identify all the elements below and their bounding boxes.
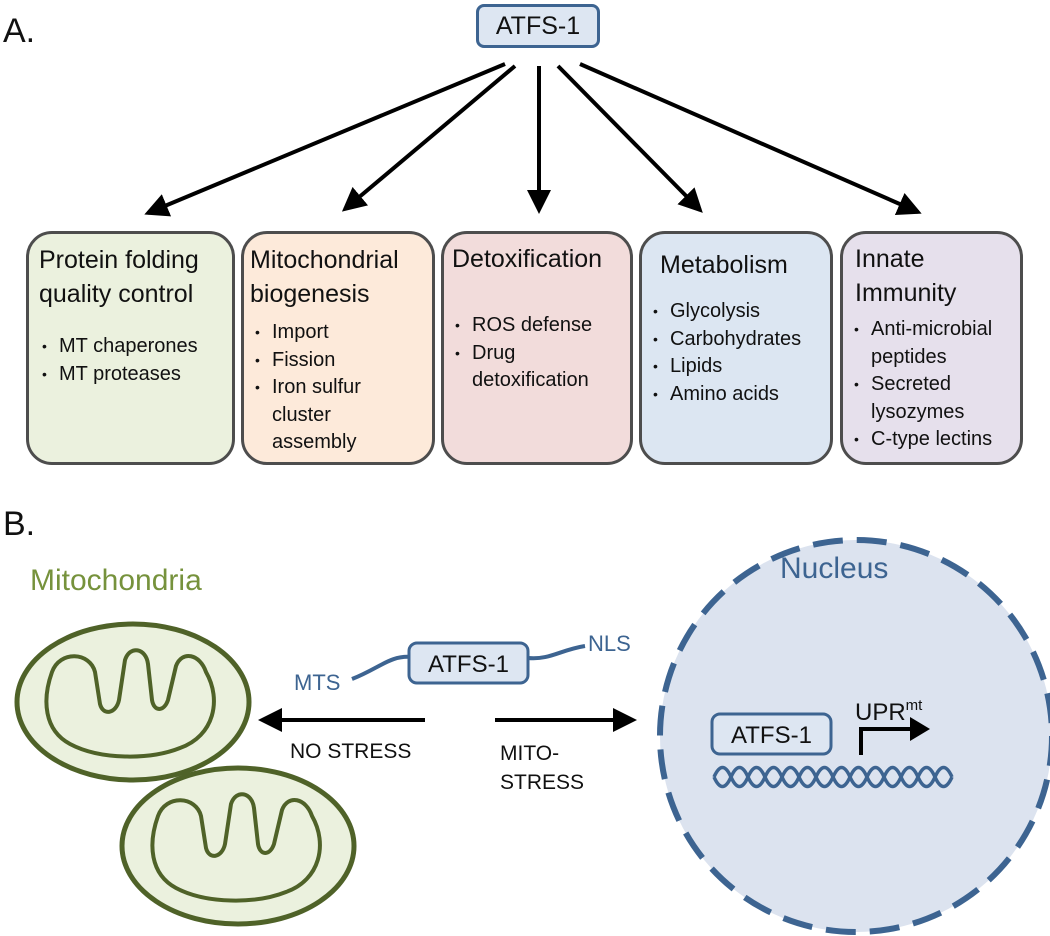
category-title: Detoxification — [452, 245, 603, 273]
category-title: Mitochondrial biogenesis — [250, 246, 399, 308]
list-item: Amino acids — [650, 381, 830, 409]
atfs1-top-node: ATFS-1 — [476, 4, 600, 48]
mitochondrion-lower — [119, 765, 357, 927]
nls-tail — [527, 644, 586, 661]
list-item: Fission — [252, 347, 432, 375]
category-protein-folding: Protein folding quality control MT chape… — [26, 231, 235, 465]
mts-tail — [351, 654, 413, 681]
category-items: Anti-microbial peptides Secreted lysozym… — [851, 316, 1020, 454]
category-title: Innate Immunity — [855, 245, 957, 307]
list-item: Carbohydrates — [650, 326, 830, 354]
panel-a-label: A. — [3, 12, 36, 50]
atfs1-protein-label: ATFS-1 — [428, 651, 509, 678]
list-item: Lipids — [650, 353, 830, 381]
arrow-to-innate-immunity — [579, 62, 922, 215]
list-item: Iron sulfur cluster assembly — [252, 374, 432, 457]
nuclear-atfs1-label: ATFS-1 — [731, 722, 812, 749]
category-metabolism: Metabolism Glycolysis Carbohydrates Lipi… — [639, 231, 833, 465]
category-items: ROS defense Drug detoxification — [452, 312, 630, 395]
list-item: Drug detoxification — [452, 340, 630, 395]
upr-label: UPRmt — [855, 697, 923, 726]
list-item: Import — [252, 319, 432, 347]
arrow-to-metabolism — [556, 64, 703, 213]
arrow-to-mito-biogenesis — [341, 64, 517, 212]
category-items: Import Fission Iron sulfur cluster assem… — [252, 319, 432, 457]
mito-stress-label: MITO- STRESS — [500, 742, 585, 794]
mts-label: MTS — [294, 670, 340, 695]
nuclear-atfs1-box — [710, 712, 833, 756]
list-item: MT chaperones — [39, 333, 232, 361]
mitochondria-label: Mitochondria — [30, 564, 202, 597]
category-items: MT chaperones MT proteases — [39, 333, 232, 388]
category-title: Metabolism — [660, 251, 788, 279]
category-title: Protein folding quality control — [39, 246, 199, 308]
panel-b-label: B. — [3, 505, 36, 543]
atfs1-protein-box — [407, 641, 530, 685]
category-detoxification: Detoxification ROS defense Drug detoxifi… — [441, 231, 633, 465]
list-item: MT proteases — [39, 361, 232, 389]
dna-helix — [712, 765, 954, 789]
list-item: ROS defense — [452, 312, 630, 340]
nucleus-label: Nucleus — [780, 552, 888, 585]
category-innate-immunity: Innate Immunity Anti-microbial peptides … — [840, 231, 1023, 465]
nucleus — [657, 537, 1050, 935]
nls-label: NLS — [588, 631, 631, 656]
list-item: Glycolysis — [650, 298, 830, 326]
no-stress-label: NO STRESS — [290, 740, 411, 763]
list-item: Secreted lysozymes — [851, 371, 1020, 426]
arrow-to-protein-folding — [144, 62, 506, 217]
list-item: Anti-microbial peptides — [851, 316, 1020, 371]
category-mito-biogenesis: Mitochondrial biogenesis Import Fission … — [241, 231, 435, 465]
category-items: Glycolysis Carbohydrates Lipids Amino ac… — [650, 298, 830, 408]
transcription-arrow — [859, 717, 930, 755]
mitochondrion-upper — [14, 621, 252, 783]
list-item: C-type lectins — [851, 426, 1020, 454]
